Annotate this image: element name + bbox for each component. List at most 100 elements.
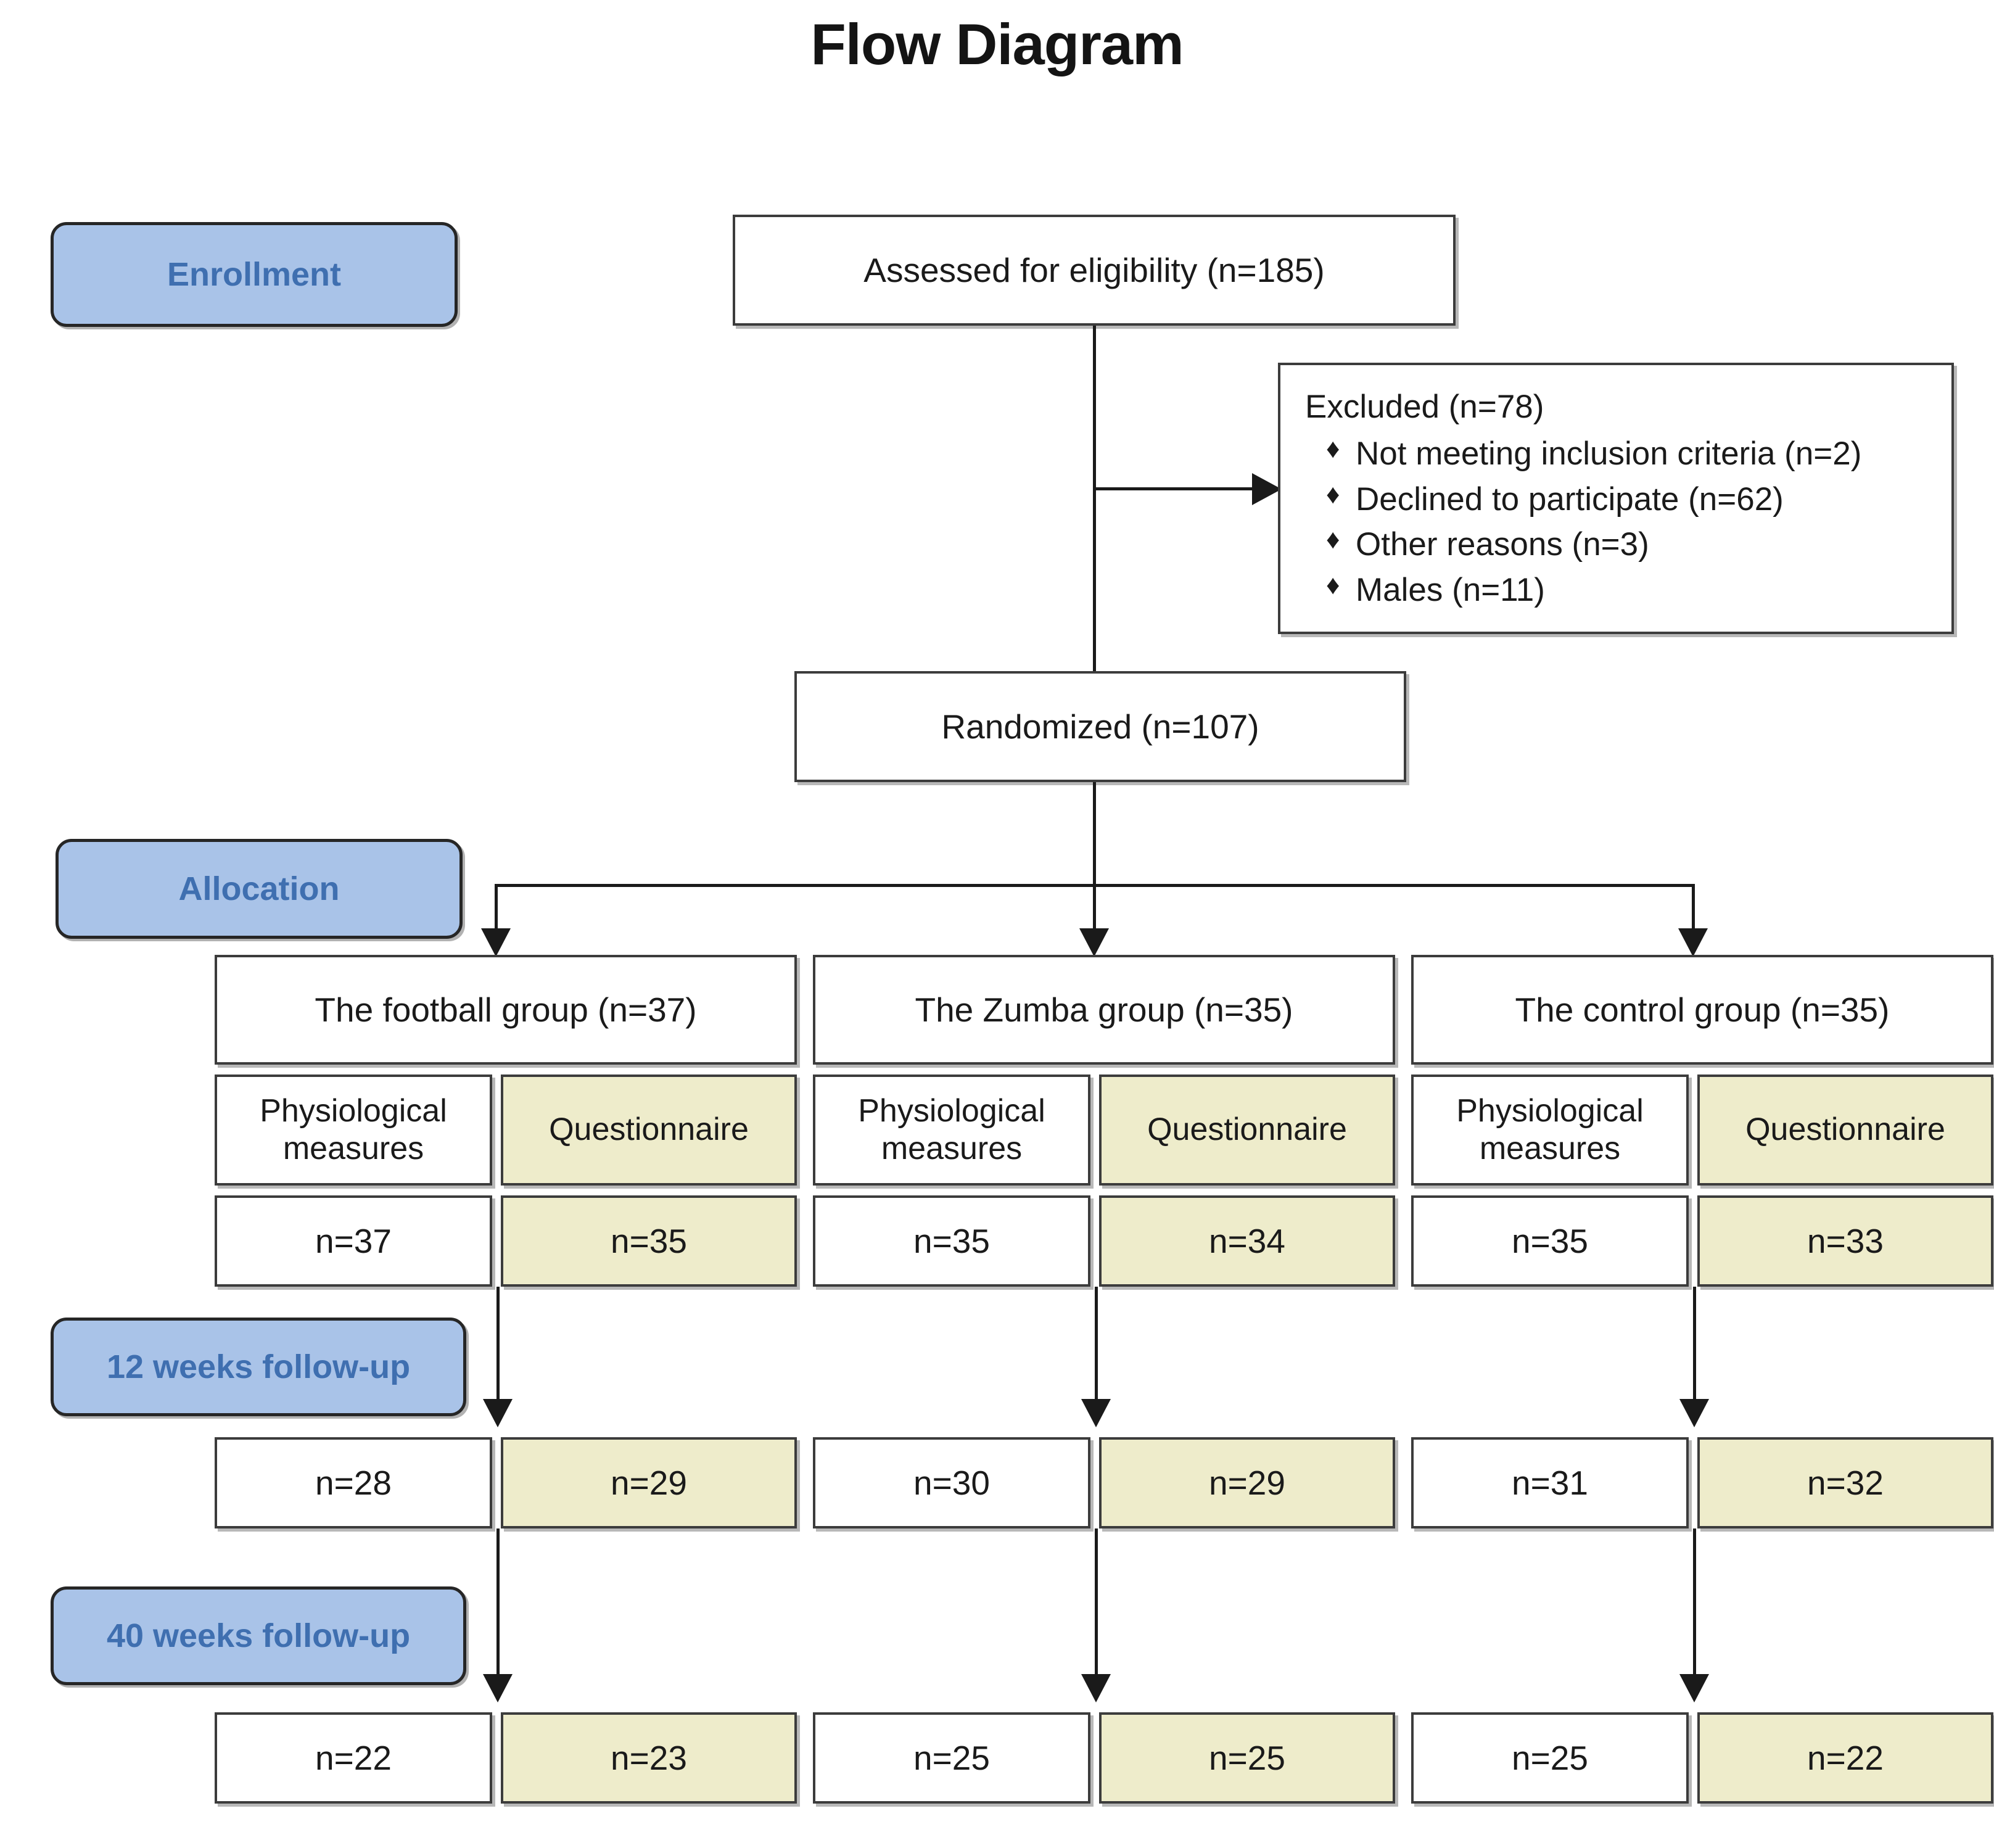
connector-control-baseline-to-week12 [1693,1287,1696,1410]
arrow-down-icon-control-week40 [1679,1674,1709,1702]
measure-label-box-physiological-zumba: Physiological measures [813,1075,1090,1186]
count-box-baseline-questionnaire-zumba: n=34 [1099,1195,1395,1287]
count-box-week40-questionnaire-zumba: n=25 [1099,1712,1395,1804]
measure-label-text: Questionnaire [549,1112,749,1148]
count-text: n=22 [315,1738,392,1777]
stage-label-text: 40 weeks follow-up [106,1617,411,1654]
measure-label-text: Questionnaire [1147,1112,1347,1148]
count-box-week12-questionnaire-zumba: n=29 [1099,1437,1395,1528]
connector-assessed-to-randomized [1093,326,1096,671]
excluded-box: Excluded (n=78) ♦ Not meeting inclusion … [1278,363,1954,634]
connector-zumba-week12-to-week40 [1095,1528,1098,1685]
connector-football-baseline-to-week12 [496,1287,500,1410]
arrow-down-icon-control-week12 [1679,1399,1709,1427]
measure-label-text: Physiological measures [1456,1092,1644,1166]
stage-label-text: Allocation [178,870,340,907]
count-text: n=23 [611,1738,687,1777]
measure-label-text: Physiological measures [858,1092,1045,1166]
excluded-reason-item: ♦ Declined to participate (n=62) [1317,479,1927,521]
count-text: n=25 [913,1738,990,1777]
count-text: n=33 [1807,1221,1884,1260]
connector-branch-control [1692,884,1695,946]
stage-label-allocation: Allocation [56,839,463,939]
arrow-down-icon-zumba [1079,928,1109,957]
stage-label-text: 12 weeks follow-up [106,1348,411,1385]
count-box-week40-physiological-control: n=25 [1411,1712,1689,1804]
arrow-right-icon-excluded [1252,473,1282,505]
randomized-text: Randomized (n=107) [941,707,1259,746]
assessed-for-eligibility-box: Assessed for eligibility (n=185) [733,215,1456,326]
connector-randomized-stem [1093,782,1096,886]
diamond-bullet-icon: ♦ [1326,524,1340,555]
connector-control-week12-to-week40 [1693,1528,1696,1685]
measure-label-text: Physiological measures [260,1092,447,1166]
count-text: n=25 [1209,1738,1285,1777]
stage-label-40-weeks-follow-up: 40 weeks follow-up [51,1586,466,1685]
count-box-week12-physiological-control: n=31 [1411,1437,1689,1528]
excluded-reason-item: ♦ Males (n=11) [1317,569,1927,611]
count-box-baseline-questionnaire-football: n=35 [501,1195,797,1287]
group-header-box-zumba: The Zumba group (n=35) [813,955,1395,1065]
assessed-for-eligibility-text: Assessed for eligibility (n=185) [863,250,1325,289]
excluded-reason-item: ♦ Not meeting inclusion criteria (n=2) [1317,433,1927,475]
count-box-week40-questionnaire-control: n=22 [1697,1712,1993,1804]
connector-branch-football [495,884,498,946]
count-box-week40-questionnaire-football: n=23 [501,1712,797,1804]
arrow-down-icon-football-week40 [483,1674,513,1702]
count-box-week12-questionnaire-control: n=32 [1697,1437,1993,1528]
arrow-down-icon-football-week12 [483,1399,513,1427]
count-text: n=32 [1807,1463,1884,1502]
count-box-baseline-questionnaire-control: n=33 [1697,1195,1993,1287]
count-text: n=25 [1512,1738,1588,1777]
arrow-down-icon-control [1678,928,1708,957]
randomized-box: Randomized (n=107) [794,671,1406,782]
group-header-box-control: The control group (n=35) [1411,955,1993,1065]
arrow-down-icon-zumba-week40 [1081,1674,1111,1702]
stage-label-enrollment: Enrollment [51,222,458,327]
measure-label-box-questionnaire-control: Questionnaire [1697,1075,1993,1186]
connector-assessed-to-excluded [1093,487,1266,490]
arrow-down-icon-zumba-week12 [1081,1399,1111,1427]
count-text: n=37 [315,1221,392,1260]
count-text: n=31 [1512,1463,1588,1502]
group-header-box-football: The football group (n=37) [215,955,797,1065]
connector-football-week12-to-week40 [496,1528,500,1685]
arrow-down-icon-football [481,928,511,957]
count-box-week12-physiological-zumba: n=30 [813,1437,1090,1528]
excluded-reason-item: ♦ Other reasons (n=3) [1317,524,1927,566]
excluded-reason-text: Males (n=11) [1356,572,1545,609]
measure-label-box-questionnaire-football: Questionnaire [501,1075,797,1186]
measure-label-box-physiological-control: Physiological measures [1411,1075,1689,1186]
count-box-week12-physiological-football: n=28 [215,1437,492,1528]
connector-zumba-baseline-to-week12 [1095,1287,1098,1410]
excluded-reason-text: Other reasons (n=3) [1356,526,1649,563]
count-box-baseline-physiological-control: n=35 [1411,1195,1689,1287]
count-box-baseline-physiological-football: n=37 [215,1195,492,1287]
count-text: n=22 [1807,1738,1884,1777]
excluded-reason-text: Declined to participate (n=62) [1356,481,1784,518]
count-box-week12-questionnaire-football: n=29 [501,1437,797,1528]
diamond-bullet-icon: ♦ [1326,570,1340,601]
count-box-baseline-physiological-zumba: n=35 [813,1195,1090,1287]
measure-label-box-questionnaire-zumba: Questionnaire [1099,1075,1395,1186]
excluded-reason-text: Not meeting inclusion criteria (n=2) [1356,435,1862,472]
connector-branch-zumba [1093,884,1096,946]
count-text: n=35 [1512,1221,1588,1260]
group-header-text: The football group (n=37) [315,990,697,1029]
count-text: n=28 [315,1463,392,1502]
excluded-reason-list: ♦ Not meeting inclusion criteria (n=2) ♦… [1305,433,1927,611]
count-box-week40-physiological-zumba: n=25 [813,1712,1090,1804]
page-title: Flow Diagram [810,12,1184,76]
stage-label-12-weeks-follow-up: 12 weeks follow-up [51,1318,466,1416]
excluded-header: Excluded (n=78) [1305,389,1544,425]
group-header-text: The Zumba group (n=35) [915,990,1293,1029]
stage-label-text: Enrollment [167,256,342,293]
measure-label-box-physiological-football: Physiological measures [215,1075,492,1186]
count-text: n=29 [1209,1463,1285,1502]
diamond-bullet-icon: ♦ [1326,433,1340,464]
measure-label-text: Questionnaire [1745,1112,1945,1148]
count-text: n=35 [611,1221,687,1260]
count-text: n=30 [913,1463,990,1502]
count-text: n=35 [913,1221,990,1260]
count-text: n=34 [1209,1221,1285,1260]
